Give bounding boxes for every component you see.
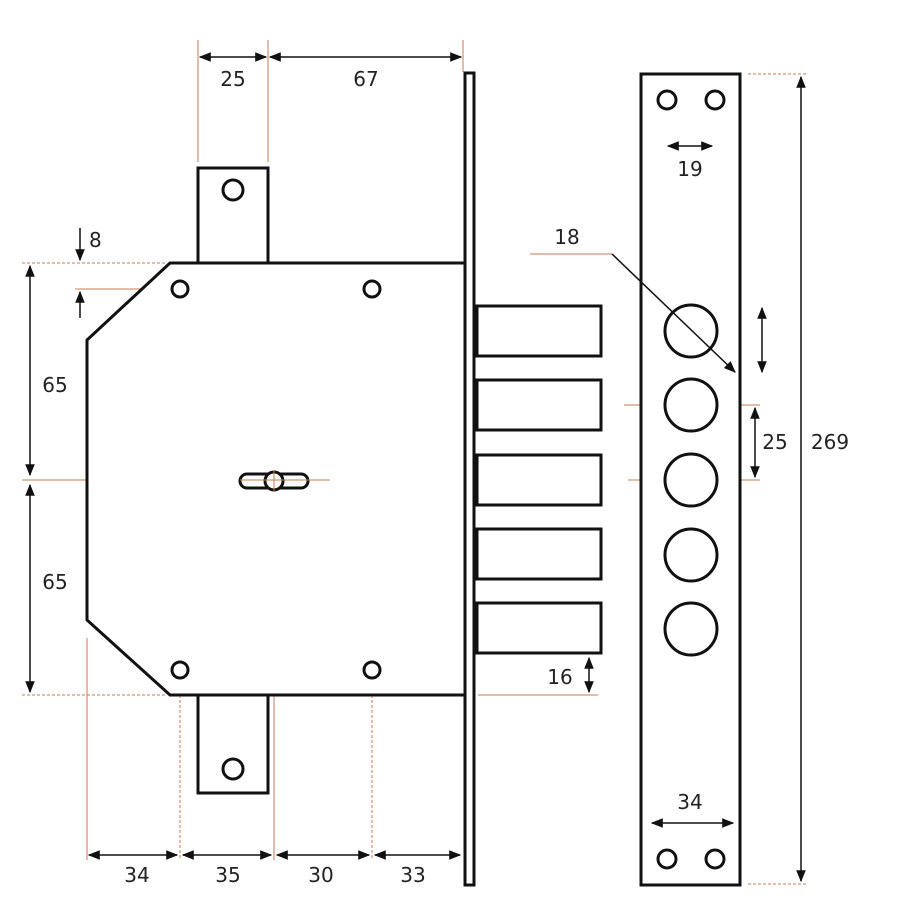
lock-screw-holes [170, 178, 382, 781]
dim-bottom-1: 34 [124, 863, 149, 887]
dim-strike-hole-spacing: 19 [677, 157, 702, 181]
keyhole [238, 470, 330, 492]
dimension-labels: 25 67 8 65 65 18 19 25 269 16 34 34 35 3… [42, 67, 849, 887]
dim-hole-diameter: 18 [554, 225, 579, 249]
dim-top-offset: 67 [353, 67, 378, 91]
dim-bottom-3: 30 [308, 863, 333, 887]
dim-strike-width: 34 [677, 790, 702, 814]
dim-top-tab-width: 25 [220, 67, 245, 91]
dim-bolt-pitch: 25 [762, 430, 787, 454]
dim-upper-height: 65 [42, 373, 67, 397]
lock-body [85, 71, 603, 887]
dim-bottom-4: 33 [400, 863, 425, 887]
dim-lower-height: 65 [42, 570, 67, 594]
dim-hole-offset: 8 [89, 228, 102, 252]
dimension-arrows [25, 52, 806, 883]
dim-bottom-2: 35 [215, 863, 240, 887]
dim-strike-length: 269 [811, 430, 849, 454]
dim-bolt-height: 16 [547, 665, 572, 689]
strike-plate [639, 72, 742, 887]
